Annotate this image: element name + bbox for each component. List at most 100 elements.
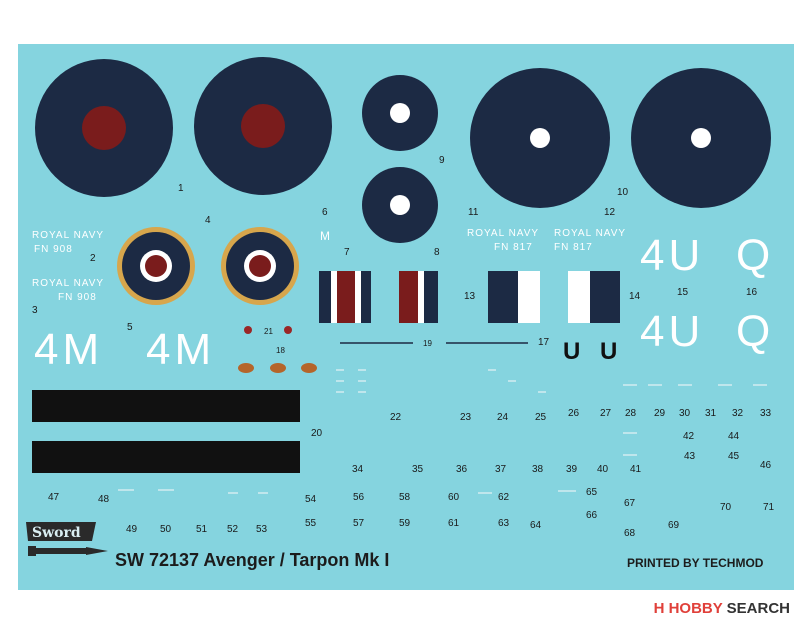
decal-number-17: 17	[538, 337, 550, 348]
roundel-5-left	[117, 227, 195, 305]
decal-number-12: 12	[604, 207, 616, 218]
roundel-1-right-center	[241, 104, 285, 148]
code-4u-b: 4U	[640, 307, 705, 356]
letter-m: M	[320, 229, 331, 243]
decal-number-47: 47	[48, 492, 60, 503]
decal-number-45: 45	[728, 451, 740, 462]
decal-number-33: 33	[760, 408, 772, 419]
decal-number-70: 70	[720, 502, 732, 513]
decal-number-69: 69	[668, 520, 680, 531]
watermark-logo-icon: H	[653, 600, 665, 617]
decal-number-4: 4	[205, 215, 211, 226]
decal-sheet: ROYAL NAVY FN 908 ROYAL NAVY FN 908 ROYA…	[18, 44, 794, 590]
serial-fn817-1: FN 817	[494, 242, 533, 253]
serial-fn817-2: FN 817	[554, 242, 593, 253]
decal-number-30: 30	[679, 408, 691, 419]
roundel-1-left-center	[82, 106, 126, 150]
fin-flash-8	[399, 271, 438, 323]
sheet-title: SW 72137 Avenger / Tarpon Mk I	[115, 550, 390, 570]
roundel-5-right	[221, 227, 299, 305]
decal-number-71: 71	[763, 502, 775, 513]
sword-logo	[26, 522, 108, 556]
decal-number-57: 57	[353, 518, 365, 529]
decal-21-dot-left	[244, 326, 252, 334]
walkway-band-upper	[32, 390, 300, 422]
serial-fn908-1: FN 908	[34, 244, 73, 255]
decal-number-63: 63	[498, 518, 510, 529]
decal-number-34: 34	[352, 464, 364, 475]
code-q-b: Q	[736, 307, 775, 356]
decal-number-7: 7	[344, 247, 350, 258]
decal-number-24: 24	[497, 412, 509, 423]
decal-number-26: 26	[568, 408, 580, 419]
decal-number-5: 5	[127, 322, 133, 333]
code-q-a: Q	[736, 231, 775, 280]
roundel-9-top-center	[390, 103, 410, 123]
roundel-10-right-center	[691, 128, 711, 148]
watermark-suffix: SEARCH	[726, 600, 790, 617]
decal-number-52: 52	[227, 524, 239, 535]
printed-by: PRINTED BY TECHMOD	[627, 556, 764, 570]
decal-number-39: 39	[566, 464, 578, 475]
sword-logo-text: Sword	[32, 525, 81, 541]
decal-number-54: 54	[305, 494, 317, 505]
decal-number-31: 31	[705, 408, 717, 419]
decal-number-15: 15	[677, 287, 689, 298]
decal-number-60: 60	[448, 492, 460, 503]
decal-number-65: 65	[586, 487, 598, 498]
decal-number-38: 38	[532, 464, 544, 475]
decal-number-41: 41	[630, 464, 642, 475]
decal-number-36: 36	[456, 464, 468, 475]
decal-number-20: 20	[311, 428, 323, 439]
decal-number-59: 59	[399, 518, 411, 529]
decal-number-62: 62	[498, 492, 510, 503]
decal-number-2: 2	[90, 253, 96, 264]
decal-number-9: 9	[439, 155, 445, 166]
fin-flash-13	[488, 271, 540, 323]
hobbysearch-watermark: H HOBBY SEARCH	[654, 600, 790, 617]
decal-number-64: 64	[530, 520, 542, 531]
decal-number-10: 10	[617, 187, 629, 198]
decal-number-11: 11	[468, 207, 479, 218]
royal-navy-1: ROYAL NAVY	[32, 230, 105, 241]
watermark-brand: HOBBY	[668, 600, 723, 617]
decal-number-23: 23	[460, 412, 472, 423]
decal-number-53: 53	[256, 524, 268, 535]
decal-number-49: 49	[126, 524, 138, 535]
code-4m-b: 4M	[146, 325, 216, 374]
decal-number-25: 25	[535, 412, 547, 423]
decal-number-50: 50	[160, 524, 172, 535]
decal-number-13: 13	[464, 291, 476, 302]
decal-number-43: 43	[684, 451, 696, 462]
fin-flash-14	[568, 271, 620, 323]
decal-number-28: 28	[625, 408, 637, 419]
decal-number-35: 35	[412, 464, 424, 475]
decal-number-29: 29	[654, 408, 666, 419]
walkway-band-lower	[32, 441, 300, 473]
decal-number-55: 55	[305, 518, 317, 529]
serial-fn908-2: FN 908	[58, 292, 97, 303]
royal-navy-4: ROYAL NAVY	[554, 228, 627, 239]
decal-number-3: 3	[32, 305, 38, 316]
roundel-9-bottom-center	[390, 195, 410, 215]
decal-number-18: 18	[276, 346, 285, 355]
decal-number-42: 42	[683, 431, 695, 442]
royal-navy-3: ROYAL NAVY	[467, 228, 540, 239]
letter-u-a: U	[563, 338, 581, 365]
decal-number-19: 19	[423, 339, 432, 348]
decal-number-56: 56	[353, 492, 365, 503]
decal-number-48: 48	[98, 494, 110, 505]
decal-number-46: 46	[760, 460, 772, 471]
decal-number-22: 22	[390, 412, 402, 423]
decal-number-66: 66	[586, 510, 598, 521]
decal-number-67: 67	[624, 498, 636, 509]
decal-number-1: 1	[178, 183, 184, 194]
roundels-artwork	[26, 57, 771, 556]
code-4u-a: 4U	[640, 231, 705, 280]
decal-number-16: 16	[746, 287, 758, 298]
decal-number-58: 58	[399, 492, 411, 503]
decal-21-dot-right	[284, 326, 292, 334]
fin-flash-7	[319, 271, 371, 323]
decal-number-6: 6	[322, 207, 328, 218]
code-4m-a: 4M	[34, 325, 104, 374]
